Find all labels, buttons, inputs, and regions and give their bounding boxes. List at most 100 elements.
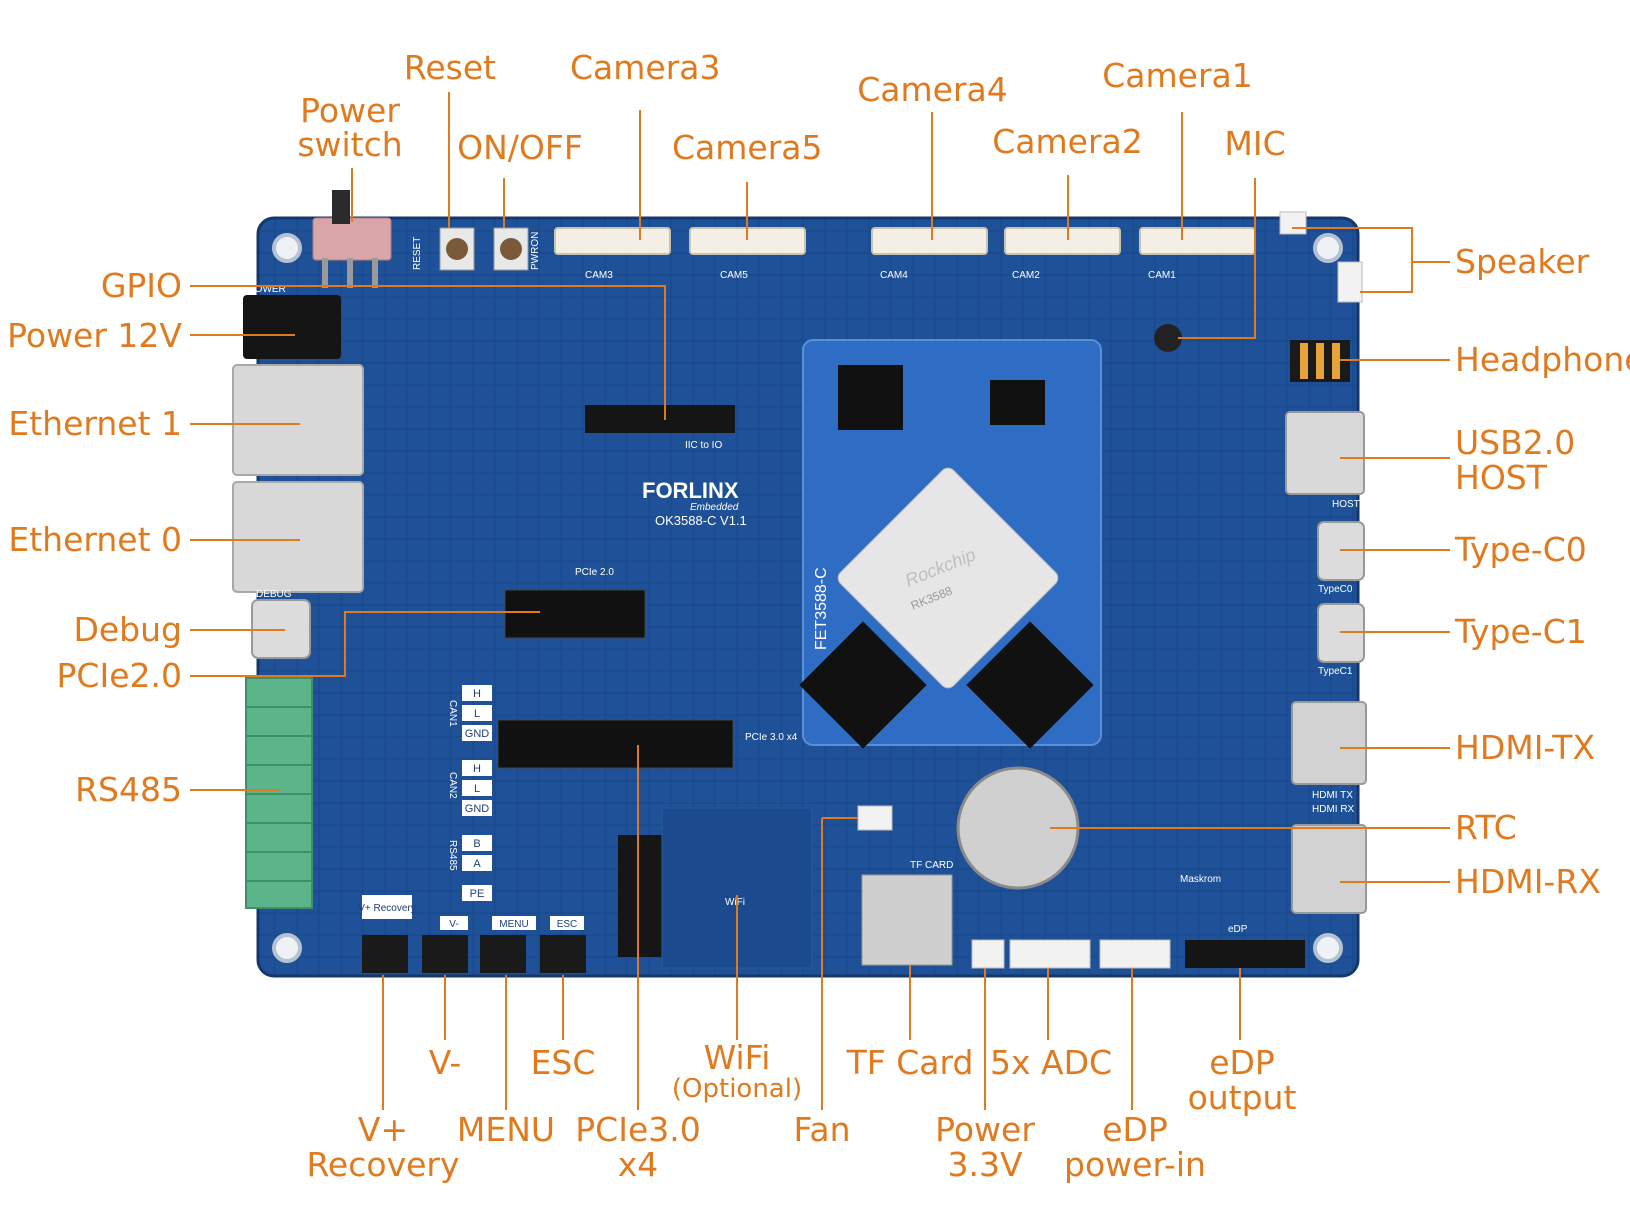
forlinx-logo: FORLINX bbox=[642, 478, 739, 503]
silk-debug: DEBUG bbox=[256, 589, 292, 600]
silk-typec0: TypeC0 bbox=[1318, 584, 1353, 595]
silk-cam5: CAM5 bbox=[720, 270, 748, 281]
silk-can1-gnd: GND bbox=[465, 728, 490, 740]
som-chip-dark4 bbox=[966, 621, 1094, 749]
ethernet1-port-shape bbox=[232, 364, 364, 476]
som-chip-dark2 bbox=[990, 380, 1045, 425]
label-hdmi-tx: HDMI-TX bbox=[1455, 728, 1596, 767]
label-camera3: Camera3 bbox=[570, 48, 721, 87]
label-usb-host: USB2.0 HOST bbox=[1455, 423, 1576, 497]
label-edp-output: eDP output bbox=[1187, 1043, 1297, 1117]
label-pcie3: PCIe3.0 x4 bbox=[575, 1110, 701, 1184]
silk-pwron: PWRON bbox=[530, 232, 541, 270]
silk-rs485: RS485 bbox=[447, 840, 458, 871]
label-hdmi-rx: HDMI-RX bbox=[1455, 862, 1601, 901]
label-type-c0: Type-C0 bbox=[1455, 530, 1587, 569]
label-rs485: RS485 bbox=[75, 770, 182, 809]
camera-connectors bbox=[554, 227, 1256, 255]
silk-cam2: CAM2 bbox=[1012, 270, 1040, 281]
label-on-off: ON/OFF bbox=[457, 128, 583, 167]
silk-reset: RESET bbox=[412, 237, 423, 270]
pcie3-slot-shape bbox=[497, 719, 734, 769]
silk-can2: CAN2 bbox=[447, 772, 458, 799]
label-fan: Fan bbox=[793, 1110, 851, 1149]
pcie2-slot-shape bbox=[504, 589, 646, 639]
tf-card-shape bbox=[861, 874, 953, 966]
board-model: OK3588-C V1.1 bbox=[655, 513, 747, 528]
silk-typec1: TypeC1 bbox=[1318, 666, 1353, 677]
label-gpio: GPIO bbox=[100, 266, 182, 305]
ethernet0-port-shape bbox=[232, 481, 364, 593]
som-chip-dark1 bbox=[838, 365, 903, 430]
label-v-minus: V- bbox=[428, 1043, 462, 1082]
silk-rs485-a: A bbox=[473, 858, 481, 870]
silk-hdmirx: HDMI RX bbox=[1312, 804, 1355, 815]
mic-shape bbox=[1154, 324, 1182, 352]
silk-can1: CAN1 bbox=[447, 700, 458, 727]
edp-header-shape bbox=[1185, 940, 1305, 968]
speaker-conn2 bbox=[1337, 261, 1363, 303]
silk-power: POWER bbox=[248, 284, 286, 295]
label-speaker: Speaker bbox=[1455, 242, 1590, 281]
silk-vrec: V+ Recovery bbox=[358, 903, 416, 914]
silk-esc: ESC bbox=[557, 919, 578, 930]
m2-slot-shape bbox=[618, 835, 662, 957]
label-menu: MENU bbox=[456, 1110, 556, 1149]
silk-rs485-b: B bbox=[473, 838, 480, 850]
label-ethernet1: Ethernet 1 bbox=[8, 404, 182, 443]
label-debug: Debug bbox=[73, 610, 182, 649]
label-rtc: RTC bbox=[1455, 808, 1517, 847]
label-5x-adc: 5x ADC bbox=[990, 1043, 1113, 1082]
silk-cam1: CAM1 bbox=[1148, 270, 1176, 281]
label-camera1: Camera1 bbox=[1102, 56, 1253, 95]
silk-rs485-pe: PE bbox=[470, 888, 485, 900]
label-pcie2: PCIe2.0 bbox=[56, 656, 182, 695]
reset-button-shape bbox=[439, 227, 475, 271]
rk3588-chip bbox=[837, 467, 1059, 689]
edp-power-conn-shape bbox=[1099, 939, 1171, 969]
power-switch-body bbox=[312, 217, 392, 261]
label-camera2: Camera2 bbox=[992, 122, 1143, 161]
label-v-plus-recovery: V+ Recovery bbox=[306, 1110, 460, 1184]
label-power-3v3: Power 3.3V bbox=[935, 1110, 1035, 1184]
label-tf-card: TF Card bbox=[846, 1043, 974, 1082]
som-chip-dark3 bbox=[799, 621, 927, 749]
silk-cam4: CAM4 bbox=[880, 270, 908, 281]
label-mic: MIC bbox=[1224, 124, 1286, 163]
silk-menu: MENU bbox=[499, 919, 528, 930]
power-jack-shape bbox=[243, 295, 341, 359]
label-edp-power-in: eDP power-in bbox=[1064, 1110, 1206, 1184]
adc-conn-shape bbox=[1009, 939, 1091, 969]
label-power-12v: Power 12V bbox=[7, 316, 182, 355]
silk-host: HOST bbox=[1332, 499, 1360, 510]
label-headphone: Headphone bbox=[1455, 340, 1630, 379]
label-camera5: Camera5 bbox=[672, 128, 823, 167]
speaker-conn1 bbox=[1279, 211, 1307, 235]
usb-host-shape bbox=[1285, 411, 1365, 495]
silk-pcie3: PCIe 3.0 x4 bbox=[745, 732, 798, 743]
label-ethernet0: Ethernet 0 bbox=[8, 520, 182, 559]
silk-can2-l: L bbox=[474, 783, 480, 795]
label-type-c1: Type-C1 bbox=[1455, 612, 1587, 651]
silk-can2-gnd: GND bbox=[465, 803, 490, 815]
hdmi-rx-shape bbox=[1291, 824, 1367, 914]
silk-can1-l: L bbox=[474, 708, 480, 720]
onoff-button-shape bbox=[493, 227, 529, 271]
silk-vminus: V- bbox=[449, 919, 458, 930]
label-reset: Reset bbox=[403, 48, 497, 87]
silk-maskrom: Maskrom bbox=[1180, 874, 1221, 885]
silk-cam3: CAM3 bbox=[585, 270, 613, 281]
label-power-switch: Power switch bbox=[297, 91, 403, 164]
silk-edp: eDP bbox=[1228, 924, 1248, 935]
silk-can1-h: H bbox=[473, 688, 481, 700]
som-model: FET3588-C bbox=[813, 567, 830, 650]
leader-lines bbox=[190, 92, 1450, 1110]
bottom-buttons bbox=[362, 935, 586, 973]
mounting-holes bbox=[272, 233, 1343, 963]
hdmi-tx-shape bbox=[1291, 701, 1367, 785]
forlinx-logo-sub: Embedded bbox=[690, 502, 739, 513]
label-wifi: WiFi (Optional) bbox=[671, 1038, 803, 1104]
silk-can2-h: H bbox=[473, 763, 481, 775]
silk-wifi: WiFi bbox=[725, 897, 745, 908]
